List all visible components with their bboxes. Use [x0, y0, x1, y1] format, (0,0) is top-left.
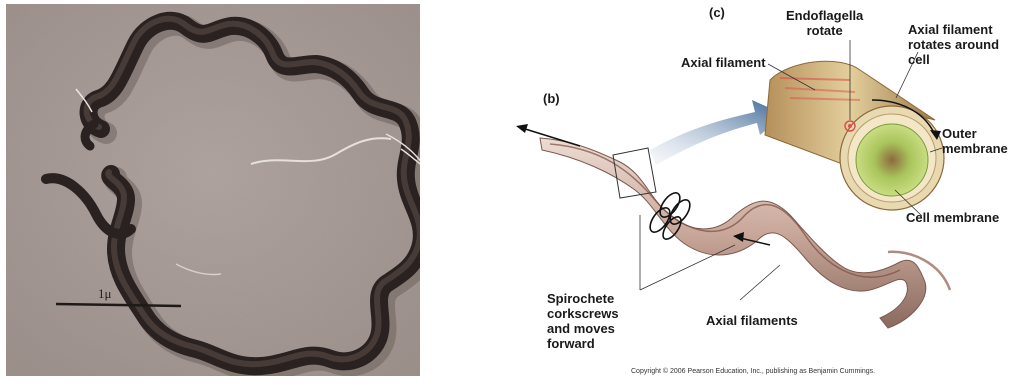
panel-label-c: (c): [709, 5, 725, 20]
label-outer-membrane: Outer membrane: [942, 126, 1008, 156]
label-spirochete-moves: Spirochete corkscrews and moves forward: [547, 291, 619, 351]
scale-bar-label: 1μ: [98, 286, 111, 302]
forward-arrow-head: [516, 124, 528, 133]
label-axial-filaments: Axial filaments: [706, 313, 798, 328]
spirochete-diagram: (b) (c) Axial filament Endoflagella rota…: [430, 0, 1010, 381]
panel-label-b: (b): [543, 91, 560, 106]
label-endoflagella-rotate: Endoflagella rotate: [786, 8, 863, 38]
label-cell-membrane: Cell membrane: [906, 210, 999, 225]
label-axial-filament: Axial filament: [681, 55, 766, 70]
copyright-notice: Copyright © 2006 Pearson Education, Inc.…: [631, 368, 875, 375]
label-leader: [640, 245, 735, 290]
micrograph-image: [6, 4, 420, 376]
label-axial-filament-rotates: Axial filament rotates around cell: [908, 22, 999, 67]
micrograph-photo: 1μ: [6, 4, 420, 376]
label-leader: [740, 265, 780, 300]
cross-section-illustration: [765, 61, 944, 210]
